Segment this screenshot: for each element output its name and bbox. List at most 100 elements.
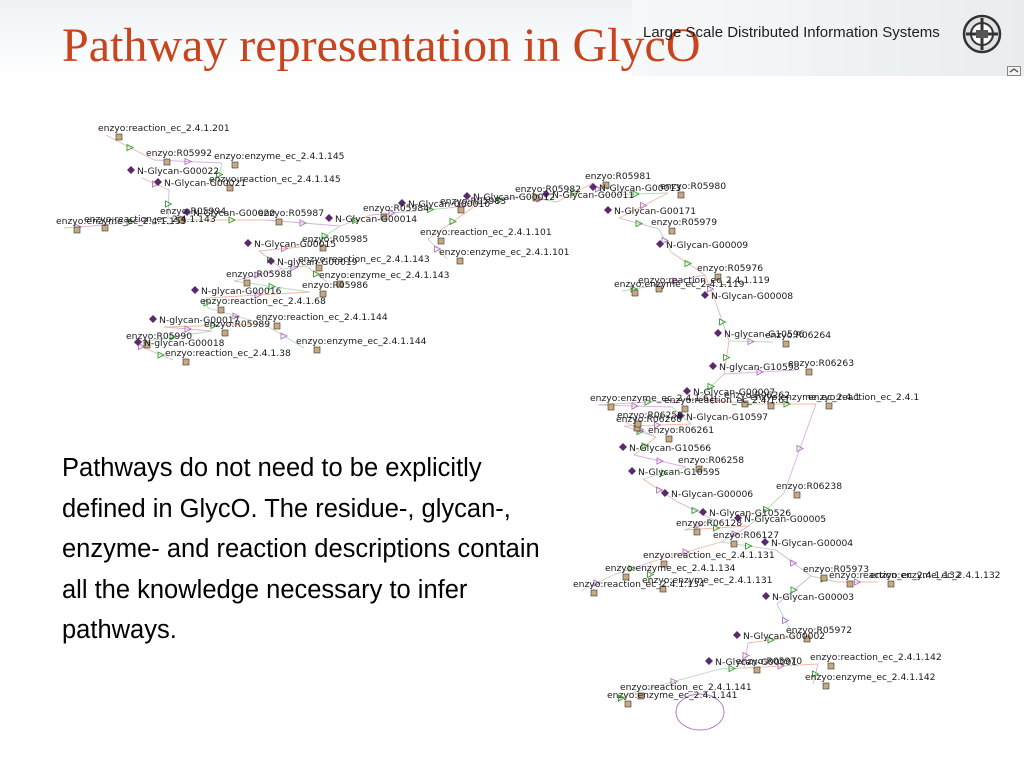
reaction-node-icon[interactable] — [825, 402, 833, 410]
glycan-node-icon[interactable] — [325, 214, 333, 222]
reaction-node-icon[interactable] — [659, 585, 667, 593]
reaction-node-icon[interactable] — [336, 280, 344, 288]
glycan-node-icon[interactable] — [619, 443, 627, 451]
reaction-node-icon[interactable] — [182, 358, 190, 366]
glycan-node-icon[interactable] — [134, 338, 142, 346]
glycan-node-icon[interactable] — [705, 657, 713, 665]
glycan-node-icon[interactable] — [542, 190, 550, 198]
reaction-node-icon[interactable] — [217, 306, 225, 314]
reaction-node-icon[interactable] — [313, 346, 321, 354]
reaction-node-icon[interactable] — [681, 405, 689, 413]
glycan-node-icon[interactable] — [589, 183, 597, 191]
graph-node-label: enzyo:reaction_ec_2.4.1.131 — [643, 550, 775, 561]
reaction-node-icon[interactable] — [695, 465, 703, 473]
arrow-icon — [635, 219, 644, 228]
reaction-node-icon[interactable] — [273, 322, 281, 330]
reaction-node-icon[interactable] — [73, 226, 81, 234]
reaction-node-icon[interactable] — [143, 341, 151, 349]
glycan-node-icon[interactable] — [463, 192, 471, 200]
arrow-icon — [707, 285, 715, 293]
reaction-node-icon[interactable] — [226, 184, 234, 192]
reaction-node-icon[interactable] — [827, 662, 835, 670]
reaction-node-icon[interactable] — [793, 491, 801, 499]
reaction-node-icon[interactable] — [456, 257, 464, 265]
glycan-node-icon[interactable] — [191, 286, 199, 294]
reaction-node-icon[interactable] — [693, 528, 701, 536]
glycan-node-icon[interactable] — [267, 257, 275, 265]
reaction-node-icon[interactable] — [101, 224, 109, 232]
reaction-node-icon[interactable] — [437, 237, 445, 245]
glycan-node-icon[interactable] — [676, 412, 684, 420]
graph-edge — [633, 436, 657, 456]
graph-edge — [339, 214, 372, 227]
reaction-node-icon[interactable] — [655, 285, 663, 293]
reaction-node-icon[interactable] — [177, 216, 185, 224]
graph-node-label: enzyo:R05984 — [363, 203, 429, 214]
glycan-node-icon[interactable] — [661, 489, 669, 497]
glycan-node-icon[interactable] — [701, 291, 709, 299]
reaction-node-icon[interactable] — [622, 573, 630, 581]
arrow-icon — [747, 337, 756, 346]
glycan-node-icon[interactable] — [244, 239, 252, 247]
reaction-node-icon[interactable] — [887, 580, 895, 588]
glycan-node-icon[interactable] — [183, 208, 191, 216]
reaction-node-icon[interactable] — [457, 206, 465, 214]
graph-node-label: enzyo:reaction_ec_2.4.1.143 — [298, 254, 430, 265]
reaction-node-icon[interactable] — [275, 218, 283, 226]
reaction-node-icon[interactable] — [221, 329, 229, 337]
reaction-node-icon[interactable] — [714, 273, 722, 281]
glycan-node-icon[interactable] — [733, 631, 741, 639]
graph-node-label: enzyo:enzyme_ec_2.4.1.131 — [642, 575, 773, 586]
reaction-node-icon[interactable] — [820, 574, 828, 582]
glycan-node-icon[interactable] — [628, 467, 636, 475]
reaction-node-icon[interactable] — [782, 340, 790, 348]
glycan-node-icon[interactable] — [604, 206, 612, 214]
reaction-node-icon[interactable] — [607, 403, 615, 411]
reaction-node-icon[interactable] — [805, 368, 813, 376]
reaction-node-icon[interactable] — [602, 181, 610, 189]
reaction-node-icon[interactable] — [380, 213, 388, 221]
arrow-icon — [672, 277, 680, 285]
graph-node-label: enzyo:R06128 — [676, 518, 742, 529]
reaction-node-icon[interactable] — [532, 194, 540, 202]
glycan-node-icon[interactable] — [699, 508, 707, 516]
reaction-node-icon[interactable] — [660, 560, 668, 568]
glycan-node-icon[interactable] — [149, 315, 157, 323]
reaction-node-icon[interactable] — [803, 635, 811, 643]
reaction-node-icon[interactable] — [730, 540, 738, 548]
expand-icon[interactable] — [1007, 66, 1021, 76]
reaction-node-icon[interactable] — [231, 161, 239, 169]
graph-edge — [618, 217, 660, 230]
reaction-node-icon[interactable] — [741, 400, 749, 408]
reaction-node-icon[interactable] — [243, 279, 251, 287]
reaction-node-icon[interactable] — [315, 264, 323, 272]
graph-edge — [697, 398, 733, 403]
glycan-node-icon[interactable] — [709, 362, 717, 370]
reaction-node-icon[interactable] — [677, 191, 685, 199]
reaction-node-icon[interactable] — [634, 420, 642, 428]
reaction-node-icon[interactable] — [319, 290, 327, 298]
reaction-node-icon[interactable] — [753, 666, 761, 674]
reaction-node-icon[interactable] — [668, 227, 676, 235]
reaction-node-icon[interactable] — [822, 682, 830, 690]
glycan-node-icon[interactable] — [127, 166, 135, 174]
glycan-node-icon[interactable] — [683, 387, 691, 395]
reaction-node-icon[interactable] — [115, 133, 123, 141]
reaction-node-icon[interactable] — [631, 289, 639, 297]
glycan-node-icon[interactable] — [714, 329, 722, 337]
reaction-node-icon[interactable] — [319, 244, 327, 252]
glycan-node-icon[interactable] — [154, 178, 162, 186]
reaction-node-icon[interactable] — [767, 402, 775, 410]
reaction-node-icon[interactable] — [624, 700, 632, 708]
glycan-node-icon[interactable] — [761, 538, 769, 546]
reaction-node-icon[interactable] — [846, 580, 854, 588]
reaction-node-icon[interactable] — [665, 435, 673, 443]
glycan-node-icon[interactable] — [656, 240, 664, 248]
glycan-node-icon[interactable] — [734, 514, 742, 522]
graph-node-label: enzyo:R06264 — [765, 330, 831, 341]
reaction-node-icon[interactable] — [637, 692, 645, 700]
glycan-node-icon[interactable] — [762, 592, 770, 600]
glycan-node-icon[interactable] — [398, 199, 406, 207]
reaction-node-icon[interactable] — [590, 589, 598, 597]
reaction-node-icon[interactable] — [163, 158, 171, 166]
